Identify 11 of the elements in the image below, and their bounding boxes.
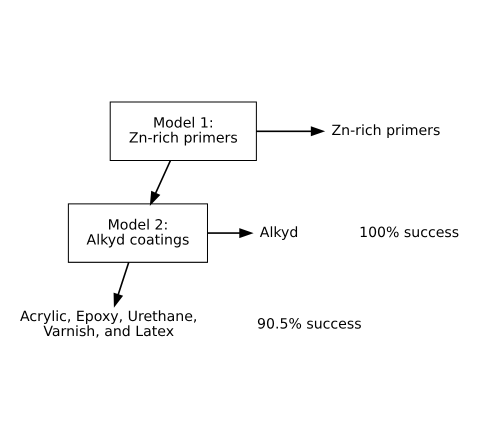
label: 100% success: [359, 224, 460, 241]
node-text: Acrylic, Epoxy, Urethane, Varnish, and Latex: [20, 308, 198, 340]
node-box: Model 1: Zn-rich primers: [110, 102, 257, 161]
node-box: Model 2: Alkyd coatings: [68, 203, 208, 263]
label: 90.5% success: [257, 316, 362, 333]
node-text: Alkyd: [260, 224, 298, 241]
arrow: [114, 262, 130, 308]
arrow: [208, 228, 254, 238]
node-text: Zn-rich primers: [331, 122, 440, 139]
arrow: [256, 126, 326, 136]
arrow: [150, 160, 172, 206]
